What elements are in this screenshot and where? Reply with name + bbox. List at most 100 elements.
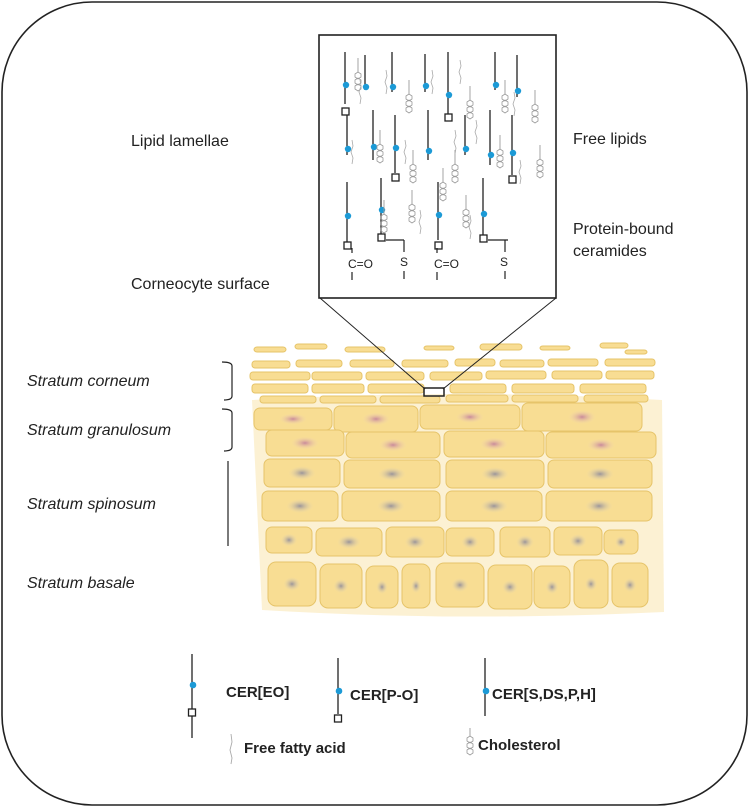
legend-cer-po-label: CER[P-O] <box>350 687 419 704</box>
cell-nucleus <box>378 467 406 481</box>
ceramide-molecule <box>434 182 443 250</box>
chol-ring <box>451 175 459 184</box>
ceramide-molecule <box>444 52 453 122</box>
legend-icons <box>187 654 490 765</box>
chol-ring <box>466 105 474 114</box>
cell <box>294 343 328 350</box>
chol-ring <box>376 143 384 152</box>
chol-ring <box>536 170 544 179</box>
ceramide-molecule <box>425 110 433 160</box>
ffa-chain <box>384 69 388 95</box>
cell <box>604 358 656 367</box>
headgroup <box>362 83 370 91</box>
cell <box>319 395 377 404</box>
fatty-acid-molecule <box>512 91 516 117</box>
cell-body <box>479 343 523 351</box>
cell-nucleus <box>569 534 587 548</box>
cell-nucleus <box>410 579 422 593</box>
fatty-acid-molecule <box>403 139 407 165</box>
cell <box>265 429 345 457</box>
cell-nucleus <box>461 535 479 549</box>
cell <box>311 371 363 381</box>
ffa-chain <box>458 59 462 85</box>
cell <box>343 459 441 489</box>
chol-ring <box>466 747 474 756</box>
cell <box>265 526 313 554</box>
ffa-chain <box>403 139 407 165</box>
cell-body <box>249 371 311 381</box>
bracket-stratum-corneum <box>221 361 233 401</box>
headgroup <box>492 81 500 89</box>
cholesterol-molecule <box>405 80 413 114</box>
cell-body <box>579 383 647 394</box>
cell <box>267 561 317 607</box>
ceramide-molecule <box>508 115 517 184</box>
cell <box>251 360 291 369</box>
zoom-line-left <box>319 297 426 390</box>
headgroup <box>445 91 453 99</box>
layer-label-stratum-basale: Stratum basale <box>27 575 135 592</box>
headgroup <box>509 149 517 157</box>
layer-label-stratum-corneum: Stratum corneum <box>27 373 150 390</box>
chol-ring <box>376 155 384 164</box>
cell-nucleus <box>362 412 390 426</box>
cell-nucleus <box>516 535 534 549</box>
headgroup <box>425 147 433 155</box>
corneocyte-surface-label: Corneocyte surface <box>131 276 270 293</box>
protein-bound-label-line2: ceramides <box>573 243 647 260</box>
cell-nucleus <box>286 499 314 513</box>
ceramide-molecule <box>391 115 400 182</box>
chol-ring <box>380 213 388 222</box>
cholesterol-molecule <box>408 190 416 224</box>
cholesterol-molecule <box>466 86 474 120</box>
cell-nucleus <box>614 536 628 548</box>
chol-ring <box>466 735 474 744</box>
ceramide-molecule <box>462 115 470 155</box>
cell <box>547 459 653 489</box>
cell <box>511 394 579 403</box>
zoom-line-right <box>442 297 557 390</box>
legend-ffa-label: Free fatty acid <box>244 740 346 757</box>
ffa-chain <box>350 139 354 165</box>
ceramide-molecule <box>479 178 488 243</box>
chol-ring <box>501 105 509 114</box>
cell-nucleus <box>333 579 349 593</box>
cell <box>551 370 603 380</box>
zoom-source-box <box>423 387 445 397</box>
carbonyl-label-1: C=O <box>348 257 373 271</box>
headgroup <box>435 211 443 219</box>
cell <box>344 346 386 353</box>
cell <box>545 490 653 522</box>
cholesterol-molecule <box>409 150 417 184</box>
ffa-chain <box>358 79 362 105</box>
chol-ring <box>408 203 416 212</box>
chol-ring <box>409 169 417 178</box>
legend-headgroup <box>189 681 197 689</box>
chol-ring <box>409 163 417 172</box>
cell <box>521 402 643 432</box>
chol-ring <box>439 193 447 202</box>
headgroup <box>487 151 495 159</box>
ffa-chain <box>430 69 434 95</box>
cell <box>263 458 341 488</box>
cell-body <box>423 345 455 351</box>
chol-ring <box>462 214 470 223</box>
headgroup <box>344 212 352 220</box>
headgroup <box>422 82 430 90</box>
chol-ring <box>462 208 470 217</box>
cell-nucleus <box>584 577 598 591</box>
headgroup <box>342 81 350 89</box>
headgroup <box>462 145 470 153</box>
chol-ring <box>409 175 417 184</box>
ffa-chain <box>518 159 522 185</box>
ceramide-molecule <box>370 110 378 160</box>
chol-ring <box>408 209 416 218</box>
cell <box>583 394 649 403</box>
cell <box>333 405 419 433</box>
cell <box>295 359 343 368</box>
chol-ring <box>536 158 544 167</box>
ceramide-molecule <box>389 52 397 92</box>
cell-nucleus <box>279 413 307 425</box>
cell <box>573 559 609 609</box>
cell-nucleus <box>291 436 319 450</box>
